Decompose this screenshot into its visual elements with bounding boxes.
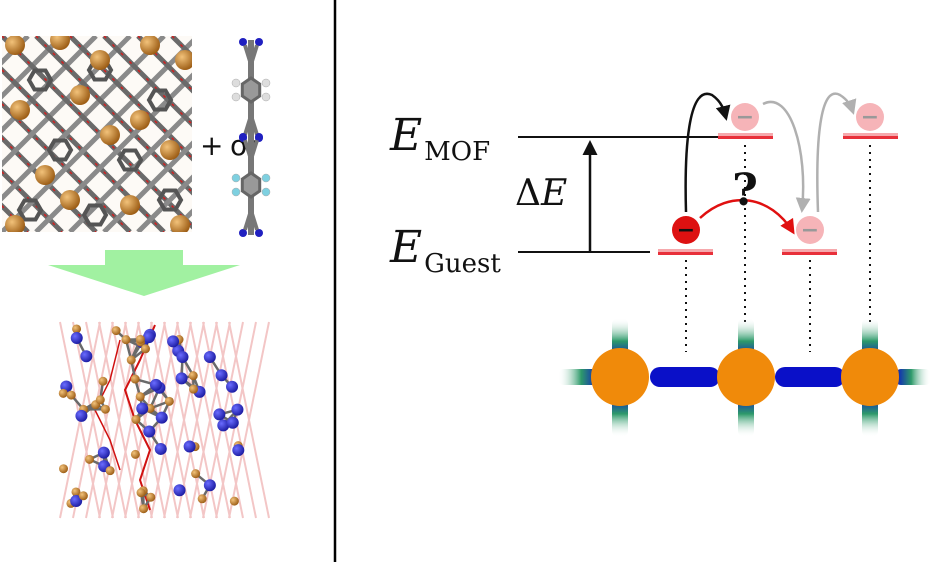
e-guest-label: EGuest (389, 222, 501, 279)
plus-symbol: + (200, 129, 223, 162)
metal-node (591, 348, 649, 406)
delta-e-label: ΔE (515, 173, 567, 214)
guest-level-2 (782, 249, 837, 255)
energy-diagram: EMOF EGuest ΔE (389, 92, 931, 437)
electron-faded: − (796, 216, 824, 244)
electron-guest: − (672, 216, 700, 244)
guest-molecule-2 (231, 133, 271, 237)
mof-level-2 (843, 133, 898, 139)
guest-level-1 (658, 249, 713, 255)
down-arrow (48, 250, 240, 296)
linker (775, 367, 845, 387)
e-mof-label: EMOF (389, 110, 490, 167)
infiltrated-mof-image (58, 321, 270, 519)
linker (650, 367, 720, 387)
svg-text:−: − (801, 218, 819, 243)
svg-text:−: − (736, 105, 754, 130)
metal-node (717, 348, 775, 406)
mof-level-1 (718, 133, 773, 139)
relaxation-arrow (762, 100, 811, 213)
guest-molecule-1 (231, 38, 271, 142)
left-panel: + or (2, 36, 271, 519)
question-mark: ? (732, 165, 758, 216)
svg-text:−: − (677, 218, 695, 243)
direct-hop-arrow (699, 198, 795, 235)
mof-lattice-chain (558, 318, 931, 437)
excitation-arrow-faded (816, 92, 857, 213)
metal-node (841, 348, 899, 406)
svg-text:−: − (861, 105, 879, 130)
mof-structure-image (2, 36, 192, 232)
excitation-arrow (684, 92, 731, 213)
electron-faded: − (856, 103, 884, 131)
electron-faded: − (731, 103, 759, 131)
